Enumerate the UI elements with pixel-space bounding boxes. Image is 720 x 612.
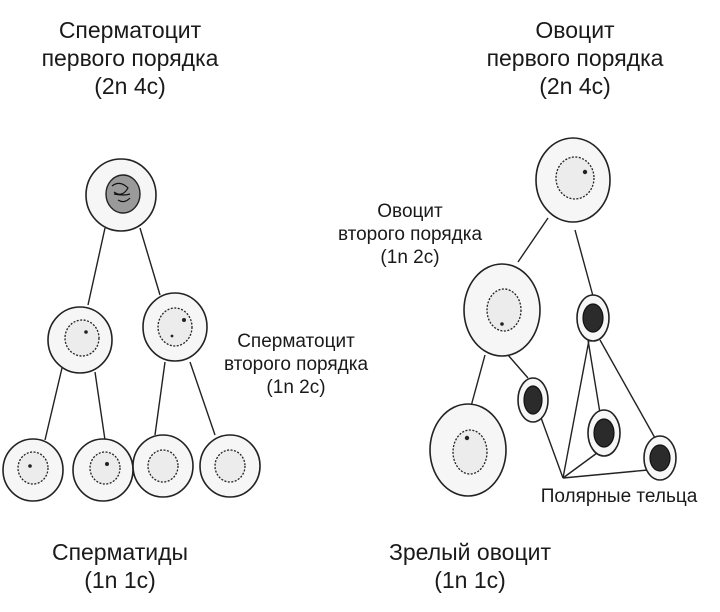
mature-oocyte-cell [429, 403, 507, 497]
label-secondary-spermatocyte-line-3: (1n 2c) [266, 377, 326, 399]
label-secondary-spermatocyte: Сперматоцит второго порядка (1n 2c) [196, 330, 396, 400]
spermatid-cell-3 [132, 434, 194, 498]
oogenesis-lines [469, 217, 656, 439]
label-primary-spermatocyte-line-2: первого порядка [41, 45, 219, 72]
label-spermatids-line-1: Сперматиды [51, 539, 189, 565]
label-secondary-oocyte: Овоцит второго порядка (1n 2c) [310, 200, 510, 270]
polar-body-cell-small-2 [587, 409, 621, 457]
label-primary-spermatocyte: Сперматоцит первого порядка (2n 4c) [10, 16, 250, 100]
label-primary-spermatocyte-line-1: Сперматоцит [58, 17, 202, 43]
spermatid-cell-1 [2, 438, 64, 502]
label-primary-oocyte-line-1: Овоцит [535, 17, 615, 43]
label-polar-bodies: Полярные тельца [520, 485, 718, 508]
spermatid-cell-2 [72, 438, 134, 502]
spermatid-cell-4 [199, 434, 261, 498]
label-mature-oocyte: Зрелый овоцит (1n 1c) [360, 538, 580, 594]
primary-spermatocyte-cell [85, 158, 157, 232]
label-primary-spermatocyte-line-3: (2n 4c) [94, 73, 166, 100]
secondary-oocyte-cell [463, 263, 541, 357]
label-mature-oocyte-line-1: Зрелый овоцит [389, 539, 551, 565]
label-secondary-spermatocyte-line-2: второго порядка [223, 354, 369, 376]
label-primary-oocyte: Овоцит первого порядка (2n 4c) [455, 16, 695, 100]
label-secondary-oocyte-line-1: Овоцит [377, 201, 443, 222]
primary-oocyte-cell [535, 137, 611, 223]
label-primary-oocyte-line-2: первого порядка [486, 45, 664, 72]
polar-body-pointers [539, 339, 649, 479]
polar-body-cell-small-1 [517, 377, 549, 423]
label-secondary-oocyte-line-2: второго порядка [337, 224, 483, 246]
label-spermatids-line-2: (1n 1c) [84, 567, 156, 594]
first-polar-body-cell [576, 294, 610, 342]
label-secondary-oocyte-line-3: (1n 2c) [380, 247, 440, 269]
label-secondary-spermatocyte-line-1: Сперматоцит [237, 331, 355, 352]
label-mature-oocyte-line-2: (1n 1c) [434, 567, 506, 594]
label-spermatids: Сперматиды (1n 1c) [20, 538, 220, 594]
polar-body-cell-small-3 [643, 435, 677, 481]
secondary-spermatocyte-cell-right [142, 292, 208, 362]
label-polar-bodies-text: Полярные тельца [540, 486, 698, 507]
spermatogenesis-lines [44, 227, 216, 441]
secondary-spermatocyte-cell-left [47, 306, 113, 374]
label-primary-oocyte-line-3: (2n 4c) [539, 73, 611, 100]
